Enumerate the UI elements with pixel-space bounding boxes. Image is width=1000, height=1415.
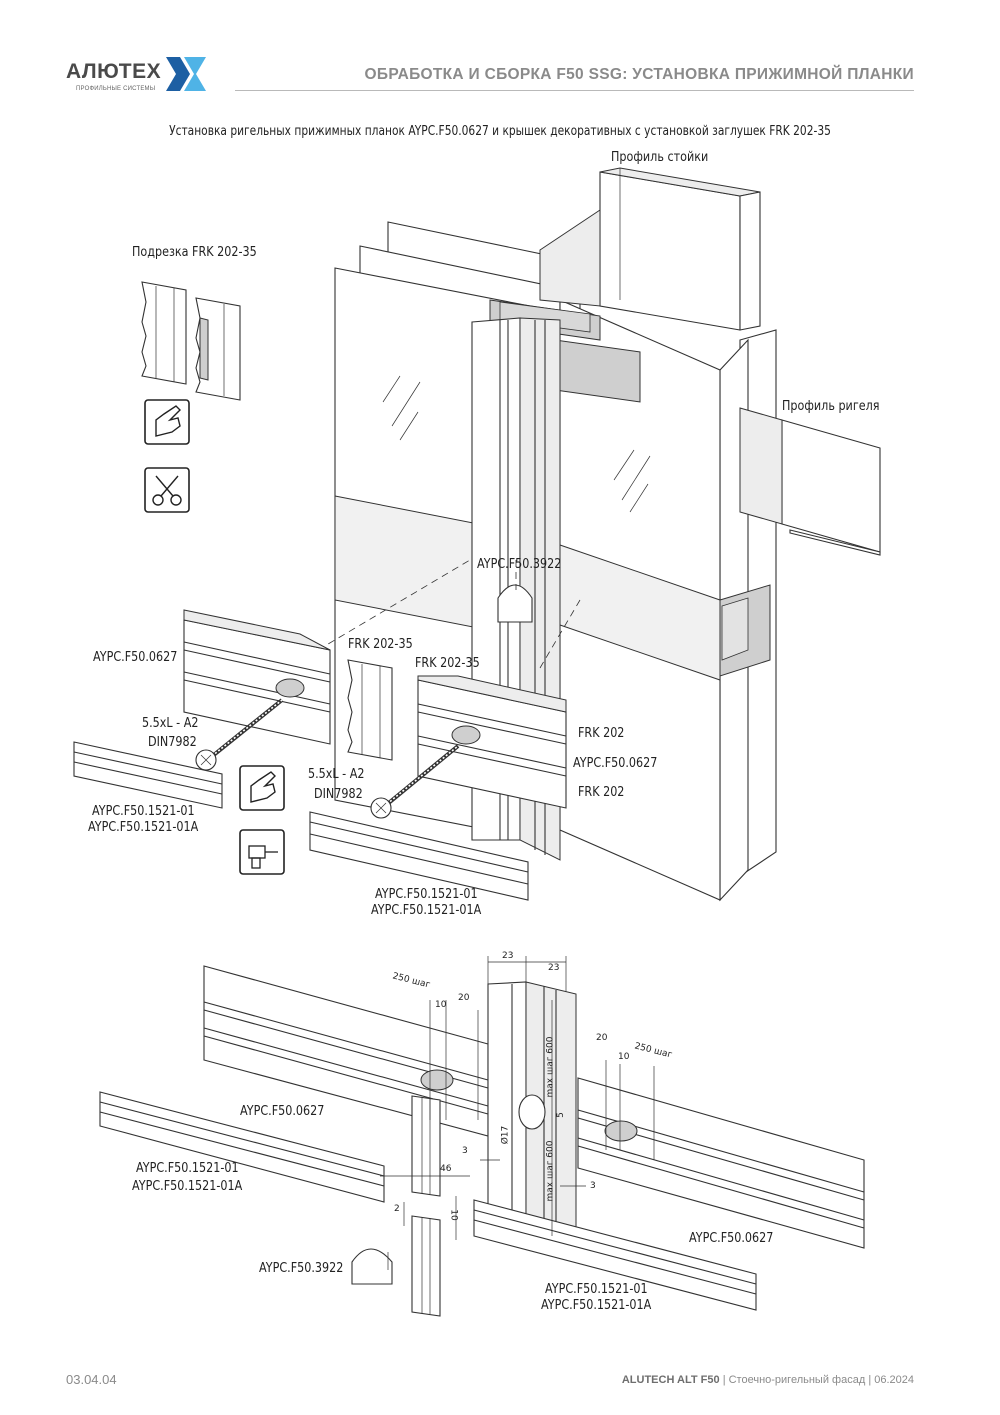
label-cover-left-2: AYPC.F50.1521-01A <box>88 820 199 835</box>
frk-trim-piece-1 <box>141 281 187 385</box>
transom-profile <box>719 407 881 677</box>
dim-20-right: 20 <box>596 1033 608 1043</box>
dim-5: 5 <box>555 1112 566 1118</box>
label-detail-cover-right-1: AYPC.F50.1521-01 <box>545 1282 648 1297</box>
label-frk-left: FRK 202-35 <box>348 637 413 652</box>
header-divider <box>235 90 914 91</box>
diagram-subtitle: Установка ригельных прижимных планок AYP… <box>169 124 831 139</box>
label-detail-cover-left-2: AYPC.F50.1521-01A <box>132 1179 243 1194</box>
dim-23-right: 23 <box>548 963 560 973</box>
dim-10-right: 10 <box>618 1052 630 1062</box>
label-detail-plank-right: AYPC.F50.0627 <box>689 1231 774 1246</box>
detail-cover-right <box>473 1199 757 1311</box>
dim-max-step-top: max шаг 600 <box>545 1036 556 1098</box>
detail-trim-upper <box>411 1095 441 1197</box>
decorative-cover-left <box>73 741 223 809</box>
dim-20-left: 20 <box>458 993 470 1003</box>
detail-cap-3922 <box>351 1248 393 1285</box>
hand-press-icon <box>144 399 190 445</box>
detail-mullion-cover <box>487 981 577 1249</box>
label-frk202-bottom: FRK 202 <box>578 785 625 800</box>
frk-trim-piece-2 <box>195 297 241 401</box>
dim-3-right: 3 <box>590 1181 596 1191</box>
assembly-guide-line <box>317 559 471 651</box>
footer-info: ALUTECH ALT F50 | Стоечно-ригельный фаса… <box>622 1374 914 1386</box>
label-screw-right-size: 5.5xL - A2 <box>308 767 365 782</box>
screwdriver-icon <box>239 829 285 875</box>
label-screw-left-standard: DIN7982 <box>148 735 197 750</box>
screw-right <box>370 744 460 819</box>
dim-46: 46 <box>440 1164 452 1174</box>
label-screw-right-standard: DIN7982 <box>314 787 363 802</box>
clamping-plank-left <box>183 609 331 745</box>
hand-press-icon <box>239 765 285 811</box>
footer-product: ALUTECH ALT F50 <box>621 1374 720 1386</box>
brand-logo-subtitle: ПРОФИЛЬНЫЕ СИСТЕМЫ <box>76 86 156 92</box>
dim-2: 2 <box>394 1204 400 1214</box>
frk-plug-left <box>347 659 393 761</box>
dim-10-left: 10 <box>435 1000 447 1010</box>
cap-3922 <box>497 584 533 623</box>
footer-description: Стоечно-ригельный фасад <box>728 1374 866 1386</box>
label-mullion-profile: Профиль стойки <box>611 150 709 165</box>
label-frk202-top: FRK 202 <box>578 726 625 741</box>
assembly-guide-line <box>539 599 581 669</box>
decorative-cover-mid <box>309 811 529 901</box>
detail-plank-right <box>577 1077 865 1249</box>
dim-diameter-17: Ø17 <box>500 1125 511 1145</box>
label-cap-3922: AYPC.F50.3922 <box>477 557 562 572</box>
dim-23-left: 23 <box>502 951 514 961</box>
label-detail-cover-left-1: AYPC.F50.1521-01 <box>136 1161 239 1176</box>
screw-left <box>195 698 284 771</box>
label-cover-mid-2: AYPC.F50.1521-01A <box>371 903 482 918</box>
label-screw-left-size: 5.5xL - A2 <box>142 716 199 731</box>
page-number: 03.04.04 <box>66 1372 117 1387</box>
label-plank-left: AYPC.F50.0627 <box>93 650 178 665</box>
label-detail-cap: AYPC.F50.3922 <box>259 1261 344 1276</box>
label-detail-cover-right-2: AYPC.F50.1521-01A <box>541 1298 652 1313</box>
label-cover-mid-1: AYPC.F50.1521-01 <box>375 887 478 902</box>
document-title: ОБРАБОТКА И СБОРКА F50 SSG: УСТАНОВКА ПР… <box>364 66 914 83</box>
detail-plank-left <box>203 965 489 1137</box>
label-detail-plank-left: AYPC.F50.0627 <box>240 1104 325 1119</box>
brand-logo-mark-icon <box>166 57 206 91</box>
label-cover-left-1: AYPC.F50.1521-01 <box>92 804 195 819</box>
label-trim-frk: Подрезка FRK 202-35 <box>132 245 257 260</box>
footer-date: 06.2024 <box>874 1374 914 1386</box>
dim-max-step-bottom: max шаг 600 <box>545 1140 556 1202</box>
dimension-lines <box>380 956 655 1240</box>
detail-trim-lower <box>411 1215 441 1317</box>
dim-3-left: 3 <box>462 1146 468 1156</box>
label-frk-right: FRK 202-35 <box>415 656 480 671</box>
label-plank-right: AYPC.F50.0627 <box>573 756 658 771</box>
label-transom-profile: Профиль ригеля <box>782 399 880 414</box>
footer-separator: | <box>722 1374 726 1386</box>
dim-10-lower: 10 <box>448 1209 459 1221</box>
brand-logo-text: АЛЮТЕХ <box>66 60 162 83</box>
detail-cover-left <box>99 1091 385 1203</box>
clamping-plank-right <box>417 675 567 809</box>
footer-separator: | <box>868 1374 872 1386</box>
scissors-icon <box>144 467 190 513</box>
